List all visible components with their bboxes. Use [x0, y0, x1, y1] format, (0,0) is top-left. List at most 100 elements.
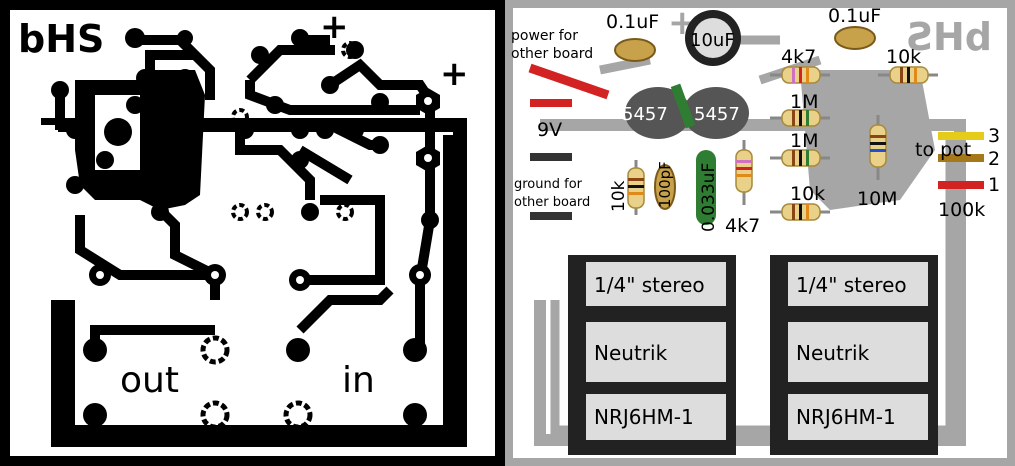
- left-jack-pads: [83, 335, 427, 430]
- jack-panel: [788, 262, 928, 306]
- left-thermal-pad: [336, 203, 354, 221]
- r-1m-b-label: 1M: [790, 130, 818, 152]
- left-pad: [151, 96, 169, 114]
- jack-panel: [586, 262, 726, 306]
- cap-10uf-top: [693, 18, 733, 58]
- pot-pin-1: 1: [988, 174, 1000, 196]
- r-10m-label: 10M: [857, 188, 898, 210]
- right-title-mirror: bHS: [906, 15, 992, 59]
- left-jack-pad: [286, 338, 310, 362]
- band: [806, 204, 809, 220]
- left-pad: [316, 121, 334, 139]
- power-label-line2: other board: [511, 46, 593, 62]
- jack-right-type: 1/4" stereo: [796, 273, 907, 297]
- left-jack-pad: [83, 403, 107, 427]
- jack-right: 1/4" stereo Neutrik NRJ6HM-1: [770, 255, 938, 455]
- right-inner-trace: [550, 140, 955, 435]
- cap-mid-label: 10uF: [690, 30, 735, 51]
- band: [914, 67, 917, 83]
- power-label-line1: power for: [511, 28, 578, 44]
- left-pads: [51, 28, 439, 291]
- left-pad: [291, 151, 309, 169]
- resistor-bands: [628, 67, 917, 220]
- cap-0033-label: 0.033uF: [699, 163, 719, 232]
- left-pad: [66, 176, 84, 194]
- resistor-10m: [869, 124, 887, 168]
- left-pad-holes: [96, 97, 432, 284]
- band: [628, 192, 644, 195]
- left-thermal-pad: [341, 41, 359, 59]
- to-pot-label: to pot: [915, 139, 971, 161]
- power-wire: [528, 63, 610, 100]
- jack-right-model: NRJ6HM-1: [796, 405, 896, 429]
- band: [628, 178, 644, 181]
- left-thermal-pad: [231, 203, 249, 221]
- cap-right-label: 0.1uF: [828, 5, 881, 27]
- left-pad-hole: [96, 271, 104, 279]
- band: [628, 185, 644, 188]
- band: [736, 174, 752, 177]
- left-thermal-pad: [231, 108, 249, 126]
- jack-panel: [586, 322, 726, 382]
- r-4k7-top-label: 4k7: [781, 46, 816, 68]
- ground-label-line2: other board: [514, 195, 590, 210]
- left-pad: [371, 136, 389, 154]
- left-jack-thermal-pad: [283, 400, 313, 430]
- left-pad-hole: [424, 97, 432, 105]
- transistor-a-label: 5457: [622, 104, 668, 125]
- r-100k-label: 100k: [938, 199, 985, 221]
- band: [799, 110, 802, 126]
- left-pad-hole: [416, 271, 424, 279]
- left-pad-hole: [211, 271, 219, 279]
- band: [799, 150, 802, 166]
- r-10k-left-label: 10k: [609, 180, 629, 212]
- r-4k7-bottom-label: 4k7: [725, 215, 760, 237]
- transistor-a: [625, 87, 691, 139]
- band: [792, 150, 795, 166]
- left-pad: [51, 81, 69, 99]
- left-pad: [321, 76, 339, 94]
- left-pad: [125, 28, 145, 48]
- left-board: bHS + + out in: [0, 0, 505, 466]
- band: [799, 67, 802, 83]
- r-10k-top-label: 10k: [886, 46, 921, 68]
- left-jack-pad: [403, 338, 427, 362]
- left-board-title: bHS: [18, 17, 104, 61]
- jack-left-type: 1/4" stereo: [594, 273, 705, 297]
- green-resistor: [670, 83, 696, 129]
- left-pad: [177, 30, 193, 46]
- left-jack-thermal-pad: [200, 400, 230, 430]
- left-pad: [421, 211, 439, 229]
- left-pad: [346, 121, 364, 139]
- left-jack-pad: [83, 338, 107, 362]
- left-in-label: in: [342, 360, 375, 401]
- band: [806, 110, 809, 126]
- resistor-4k7-bottom: [735, 149, 753, 193]
- band: [806, 150, 809, 166]
- left-pad-hole: [424, 154, 432, 162]
- band: [870, 149, 886, 152]
- pot-pin-3: 3: [988, 125, 1000, 147]
- left-pad: [176, 69, 194, 87]
- left-pad: [96, 151, 114, 169]
- left-pad: [291, 29, 309, 47]
- band: [736, 160, 752, 163]
- cap-100pf: [654, 164, 676, 210]
- band: [870, 142, 886, 145]
- pot-pin-2: 2: [988, 148, 1000, 170]
- left-inner-ring-trace: [65, 135, 453, 435]
- left-thermal-pad: [256, 203, 274, 221]
- band: [792, 67, 795, 83]
- jack-left-model: NRJ6HM-1: [594, 405, 694, 429]
- left-pad: [121, 176, 139, 194]
- left-pad: [151, 121, 169, 139]
- left-jack-thermal-pad: [200, 335, 230, 365]
- transistor-b-label: 5457: [694, 104, 740, 125]
- left-pad: [266, 96, 284, 114]
- left-jack-pad: [403, 403, 427, 427]
- r-10k-bottom-label: 10k: [790, 183, 825, 205]
- cap-100pf-label: 100pF: [656, 161, 674, 208]
- left-pad: [291, 121, 309, 139]
